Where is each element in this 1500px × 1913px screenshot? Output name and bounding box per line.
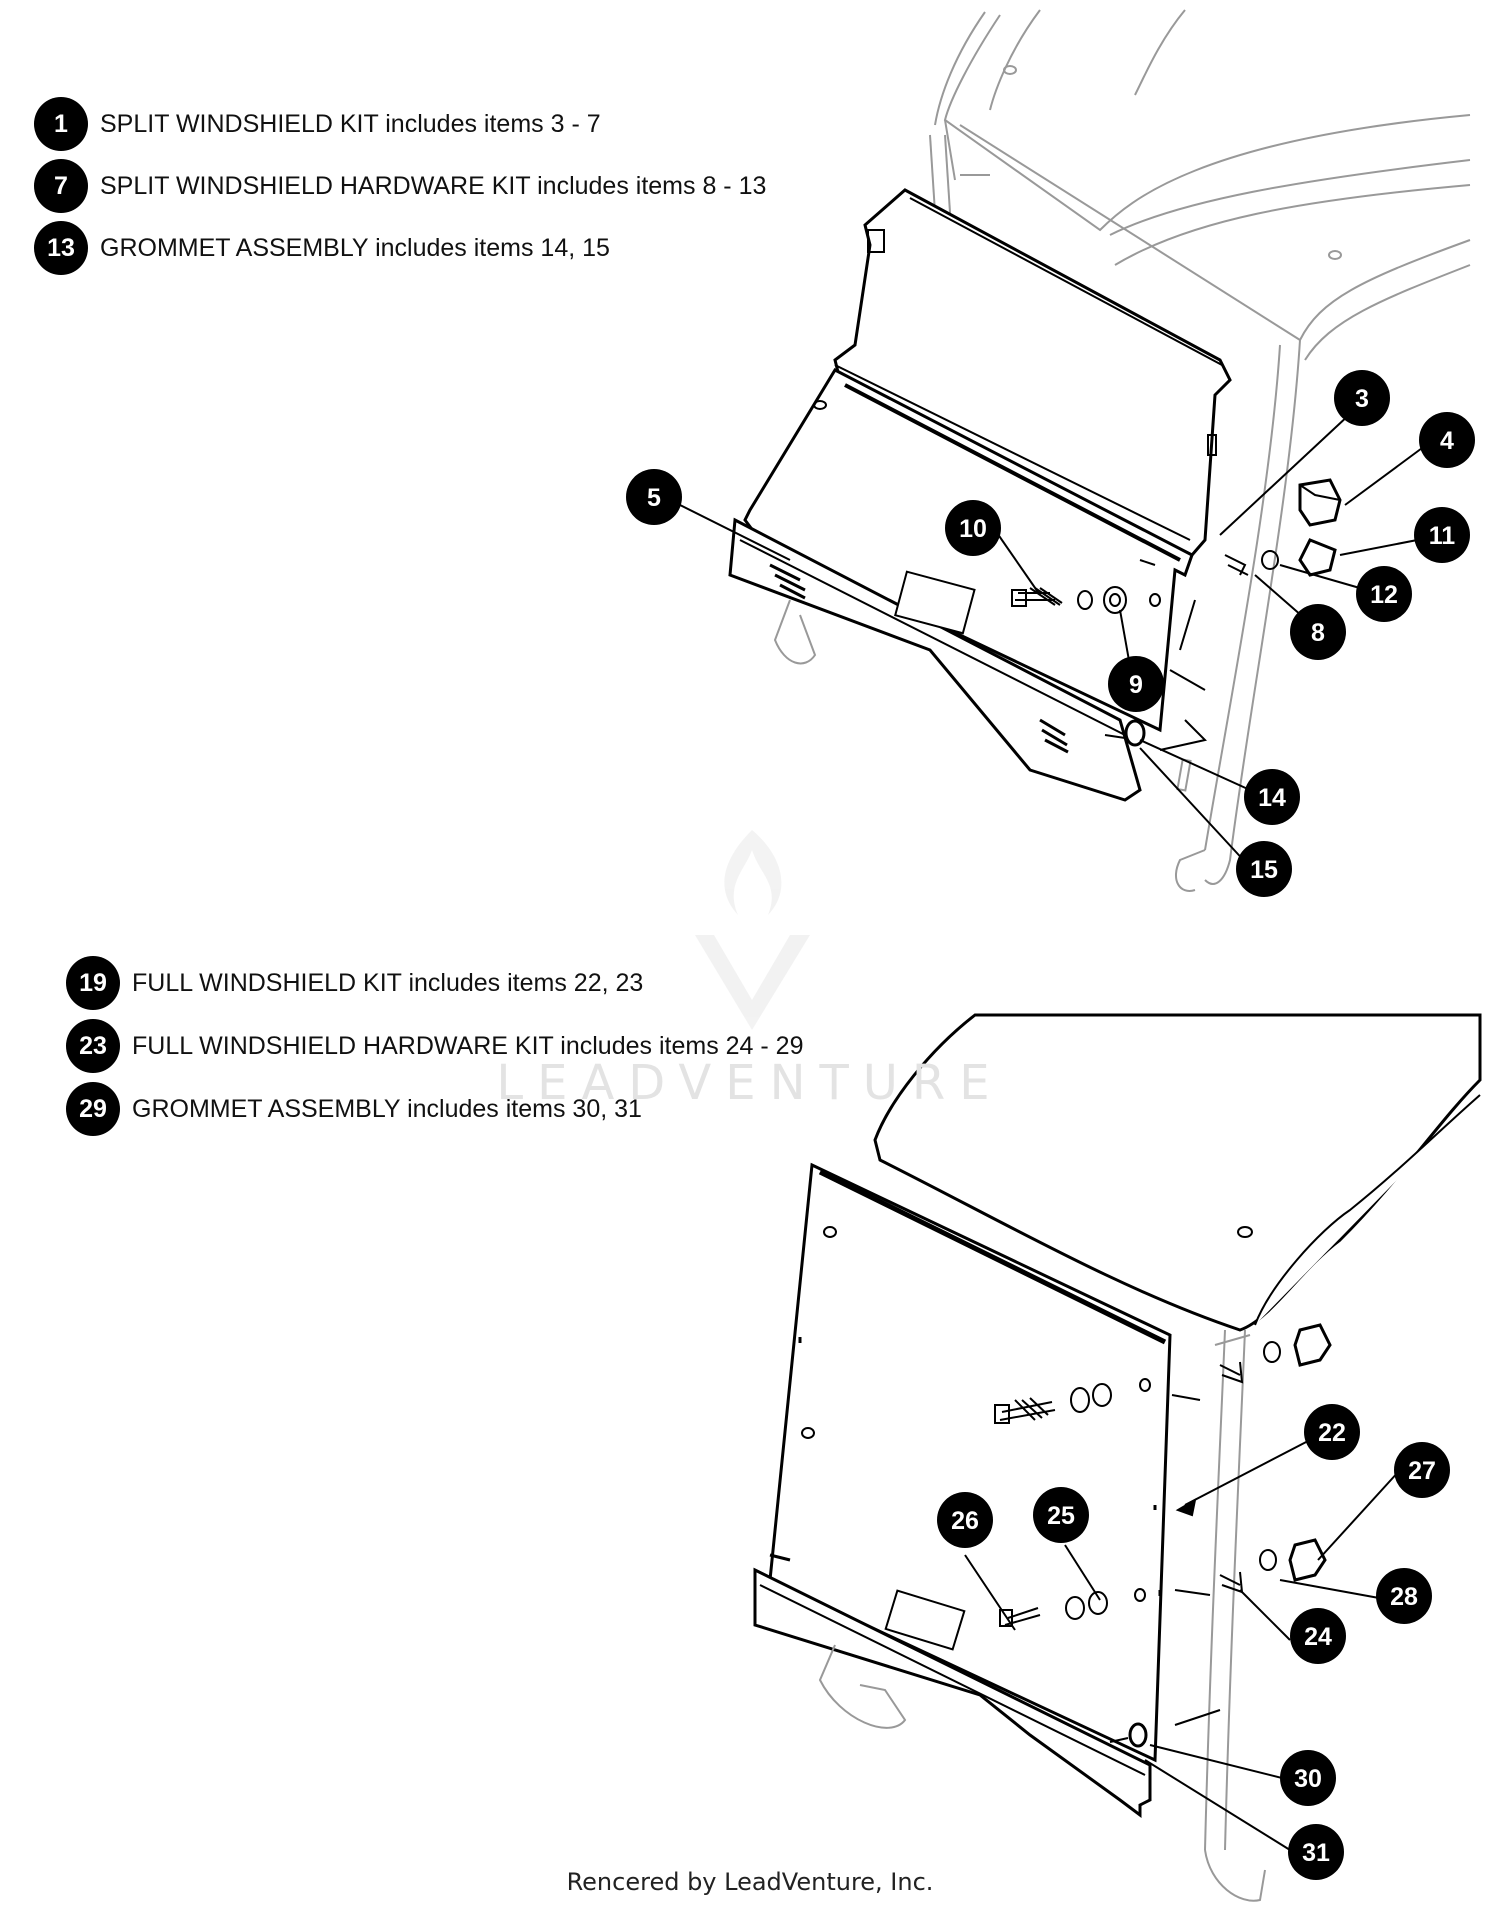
svg-text:5: 5 xyxy=(647,484,661,512)
full-hardware xyxy=(994,1323,1332,1748)
cab-roof-top xyxy=(934,9,1471,361)
svg-text:12: 12 xyxy=(1370,581,1398,609)
callout-14[interactable]: 14 xyxy=(1244,769,1300,825)
callout-8[interactable]: 8 xyxy=(1290,604,1346,660)
callout-4[interactable]: 4 xyxy=(1419,412,1475,468)
callout-30[interactable]: 30 xyxy=(1280,1750,1336,1806)
watermark-text: LEADVENTURE xyxy=(496,1055,1004,1111)
callout-10[interactable]: 10 xyxy=(945,500,1001,556)
full-windshield-panel[interactable] xyxy=(768,1162,1172,1763)
callout-3[interactable]: 3 xyxy=(1334,370,1390,426)
split-trim-bar xyxy=(728,517,1142,802)
watermark-logo xyxy=(695,830,810,1030)
svg-text:15: 15 xyxy=(1250,856,1278,884)
svg-text:27: 27 xyxy=(1408,1457,1436,1485)
svg-text:11: 11 xyxy=(1429,522,1456,550)
svg-text:8: 8 xyxy=(1311,619,1325,647)
svg-text:24: 24 xyxy=(1304,1623,1332,1651)
svg-text:10: 10 xyxy=(959,515,987,543)
callout-15[interactable]: 15 xyxy=(1236,841,1292,897)
svg-text:9: 9 xyxy=(1129,671,1143,699)
callouts: 3 4 5 10 11 12 8 9 14 15 22 27 25 26 28 … xyxy=(626,370,1475,1880)
svg-text:25: 25 xyxy=(1047,1502,1075,1530)
callout-28[interactable]: 28 xyxy=(1376,1568,1432,1624)
svg-text:14: 14 xyxy=(1258,784,1286,812)
svg-text:3: 3 xyxy=(1355,385,1369,413)
full-trim-bar xyxy=(753,1553,1152,1818)
render-credit: Rencered by LeadVenture, Inc. xyxy=(566,1868,934,1896)
callout-11[interactable]: 11 xyxy=(1414,507,1470,563)
svg-text:30: 30 xyxy=(1294,1765,1322,1793)
svg-text:4: 4 xyxy=(1440,427,1454,455)
callout-24[interactable]: 24 xyxy=(1290,1608,1346,1664)
svg-text:28: 28 xyxy=(1390,1583,1418,1611)
svg-text:31: 31 xyxy=(1302,1839,1330,1867)
callout-31[interactable]: 31 xyxy=(1288,1824,1344,1880)
cab-post-bottom xyxy=(1204,1329,1266,1902)
callout-22[interactable]: 22 xyxy=(1304,1404,1360,1460)
split-bracket xyxy=(773,599,817,665)
leader-lines-top xyxy=(669,399,1461,866)
callout-5[interactable]: 5 xyxy=(626,469,682,525)
split-hardware xyxy=(1011,478,1342,751)
callout-26[interactable]: 26 xyxy=(937,1492,993,1548)
callout-27[interactable]: 27 xyxy=(1394,1442,1450,1498)
callout-9[interactable]: 9 xyxy=(1108,656,1164,712)
svg-text:22: 22 xyxy=(1318,1419,1346,1447)
full-bracket xyxy=(818,1644,907,1729)
callout-25[interactable]: 25 xyxy=(1033,1487,1089,1543)
svg-text:26: 26 xyxy=(951,1507,979,1535)
leader-lines-bottom xyxy=(964,1439,1401,1851)
cab-roof-bottom[interactable] xyxy=(873,1013,1482,1332)
callout-12[interactable]: 12 xyxy=(1356,566,1412,622)
